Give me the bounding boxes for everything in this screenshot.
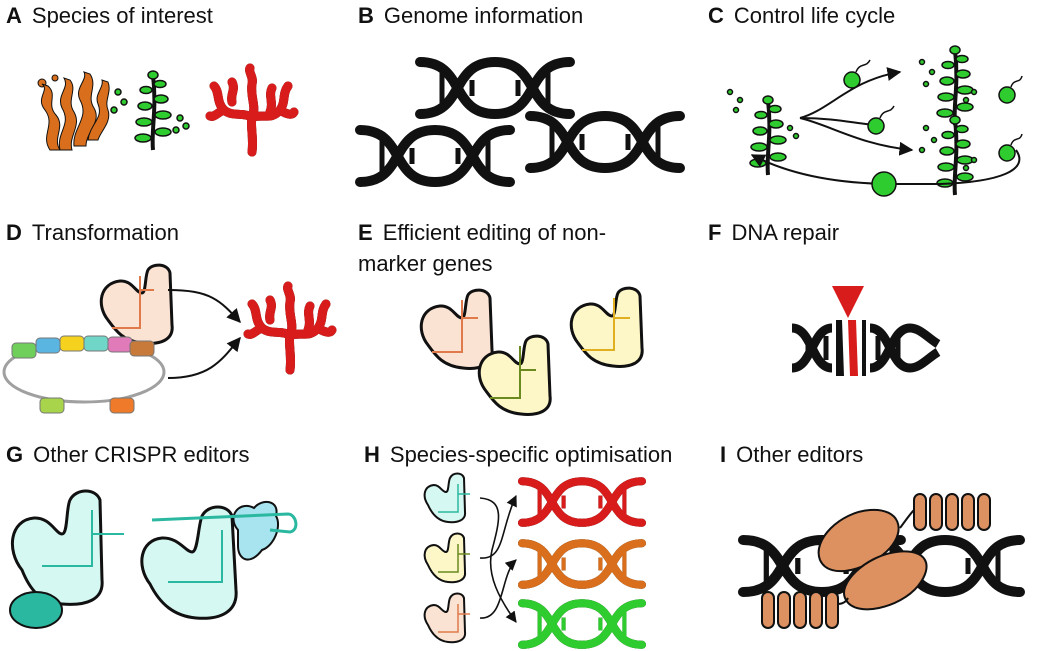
plasmid-icon <box>2 335 166 414</box>
tale-repeats-bottom <box>761 591 839 629</box>
panel-f-letter: F <box>708 220 722 245</box>
plasmid-segment <box>35 337 61 354</box>
panel-f-title: F DNA repair <box>708 220 839 246</box>
panel-b-art <box>360 62 680 182</box>
panel-b-title: B Genome information <box>358 3 583 29</box>
cas9-cream-icon <box>569 286 644 368</box>
panel-i-art <box>743 493 1020 629</box>
dna-helix-orange-icon <box>522 543 642 585</box>
cas9-lime-icon <box>477 334 552 416</box>
panel-d-letter: D <box>6 220 22 245</box>
cas9-peach-icon <box>419 288 494 370</box>
green-seaweed-icon <box>110 69 190 152</box>
panel-g-label: Other CRISPR editors <box>33 442 250 467</box>
red-seaweed-icon <box>210 68 294 152</box>
panel-h-art <box>423 472 642 645</box>
dna-helix-icon <box>360 130 510 182</box>
panel-g-letter: G <box>6 442 24 467</box>
panel-e-art <box>419 286 644 416</box>
brown-seaweed-icon <box>37 71 110 151</box>
cas9-protein-icon <box>99 263 174 345</box>
panel-e-label: Efficient editing of non- <box>382 220 607 245</box>
double-strand-break-icon <box>791 286 941 376</box>
panel-a-art <box>37 68 294 152</box>
panel-c-title: C Control life cycle <box>708 3 895 29</box>
panel-b-label: Genome information <box>383 3 584 28</box>
tale-repeats-top <box>913 493 991 531</box>
panel-i-title: I Other editors <box>720 442 863 468</box>
panel-g-title: G Other CRISPR editors <box>6 442 250 468</box>
cas-mint-icon <box>423 472 470 524</box>
panel-f-art <box>791 286 941 376</box>
panel-e-title: E Efficient editing of non- <box>358 220 606 246</box>
panel-c-letter: C <box>708 3 724 28</box>
red-seaweed-icon <box>248 286 332 370</box>
panel-f-label: DNA repair <box>731 220 840 245</box>
panel-i-letter: I <box>720 442 727 467</box>
panel-a-title: A Species of interest <box>6 3 213 29</box>
zygote-icon <box>871 171 897 197</box>
panel-c-label: Control life cycle <box>733 3 896 28</box>
panel-d-title: D Transformation <box>6 220 179 246</box>
panel-h-label: Species-specific optimisation <box>389 442 673 467</box>
prime-editor-icon <box>140 500 298 620</box>
dna-helix-icon <box>420 62 570 114</box>
dna-helix-icon <box>530 116 680 168</box>
panel-d-label: Transformation <box>31 220 180 245</box>
plasmid-segment <box>109 397 135 414</box>
panel-a-letter: A <box>6 3 22 28</box>
panel-h-letter: H <box>364 442 380 467</box>
gametophyte-icon <box>726 88 800 177</box>
panel-a-label: Species of interest <box>31 3 213 28</box>
tale-protein-icon <box>761 493 991 629</box>
panel-e-title-line2: marker genes <box>358 251 493 277</box>
dna-helix-green-icon <box>522 603 642 645</box>
cas-nickase-icon <box>9 489 124 629</box>
zoospore-icon <box>843 59 1023 162</box>
panel-b-letter: B <box>358 3 374 28</box>
plasmid-segment <box>59 335 85 352</box>
plasmid-segment <box>11 342 37 359</box>
plasmid-segment <box>129 340 155 357</box>
panel-h-title: H Species-specific optimisation <box>364 442 672 468</box>
panel-d-art <box>2 263 332 414</box>
cas-peach-icon <box>423 592 470 644</box>
dna-helix-red-icon <box>522 481 642 523</box>
panel-g-art <box>9 489 298 629</box>
panel-c-art <box>726 44 1023 197</box>
plasmid-segment <box>39 397 65 414</box>
plasmid-segment <box>83 335 109 352</box>
plasmid-segment <box>107 336 133 353</box>
panel-i-label: Other editors <box>736 442 864 467</box>
panel-e-letter: E <box>358 220 373 245</box>
cas-cream-icon <box>423 532 470 584</box>
panel-e-label-2: marker genes <box>358 251 493 276</box>
